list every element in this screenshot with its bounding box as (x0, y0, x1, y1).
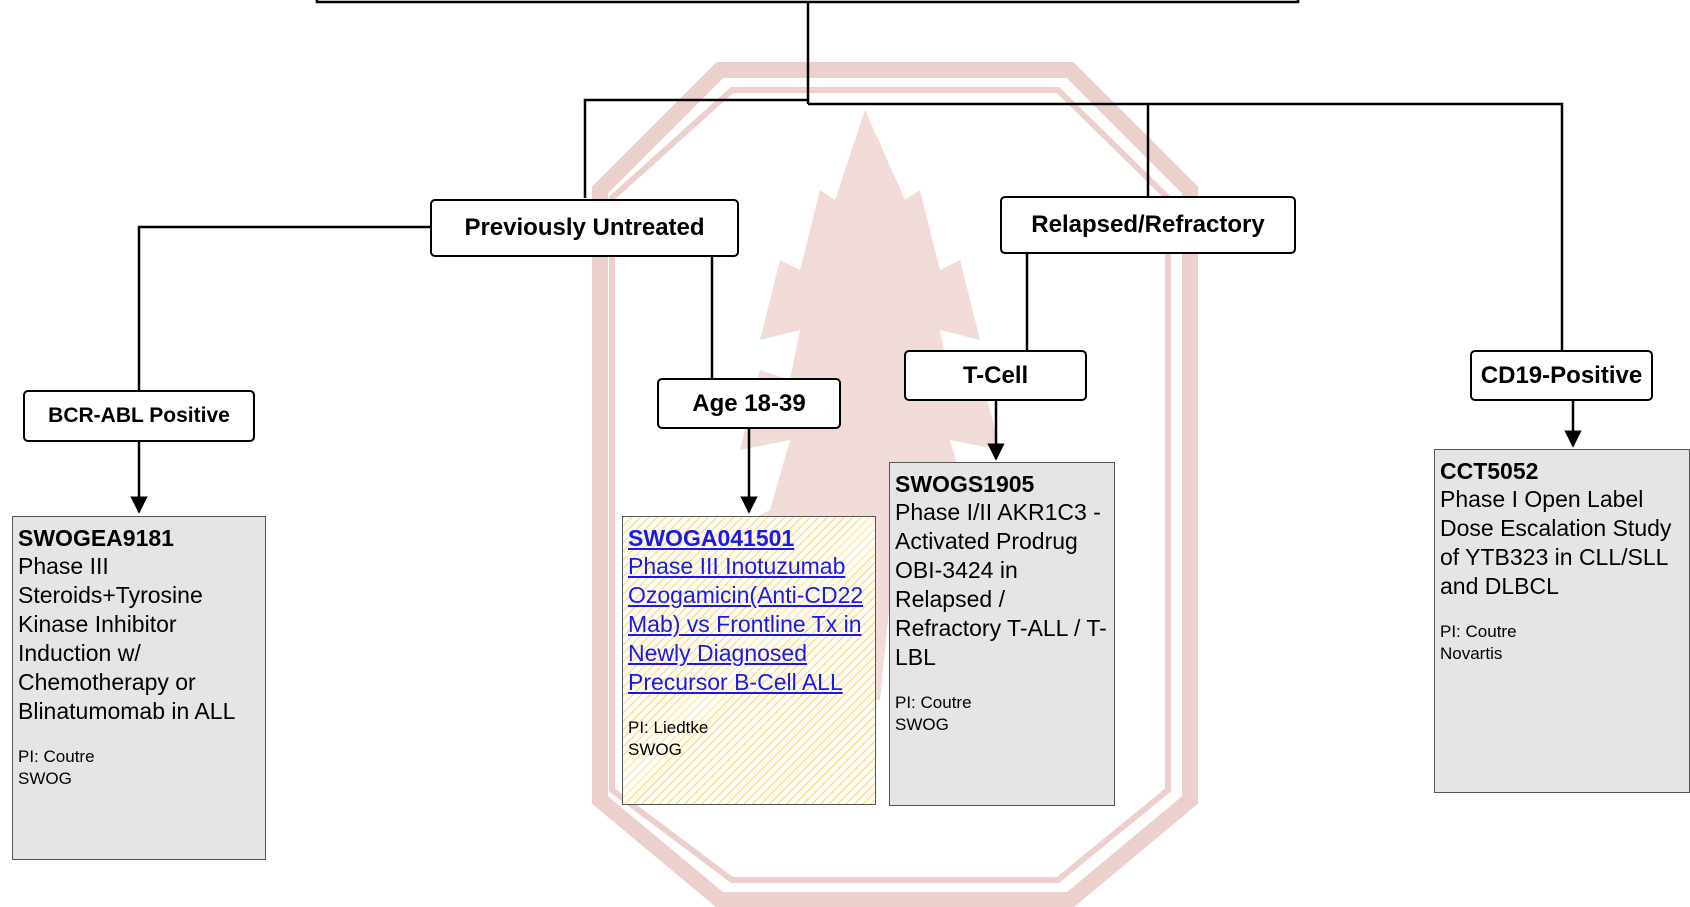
node-age-18-39-label: Age 18-39 (692, 389, 806, 417)
node-t-cell-label: T-Cell (962, 361, 1029, 389)
node-relapsed-refractory-label: Relapsed/Refractory (1031, 211, 1265, 238)
trial-code: CCT5052 (1440, 458, 1539, 484)
node-relapsed-refractory: Relapsed/Refractory (1000, 196, 1296, 254)
trial-card-swogea9181: SWOGEA9181 Phase III Steroids+Tyrosine K… (12, 516, 266, 860)
node-cd19-positive-label: CD19-Positive (1480, 361, 1643, 389)
trial-card-swogs1905: SWOGS1905 Phase I/II AKR1C3 - Activated … (889, 462, 1115, 806)
trial-description-link[interactable]: Phase III Inotuzumab Ozogamicin(Anti-CD2… (628, 553, 864, 695)
root-box-edge (315, 0, 1300, 4)
node-age-18-39: Age 18-39 (657, 378, 841, 429)
trial-description: Phase III Steroids+Tyrosine Kinase Inhib… (18, 553, 236, 724)
trial-sponsor: SWOG (628, 740, 682, 759)
trial-sponsor: SWOG (18, 769, 72, 788)
trial-sponsor: SWOG (895, 715, 949, 734)
trial-pi: PI: Liedtke (628, 718, 709, 737)
trial-card-swoga041501: SWOGA041501 Phase III Inotuzumab Ozogami… (622, 516, 876, 805)
stanford-tree-logo (592, 62, 1198, 907)
trial-pi: PI: Coutre (895, 693, 972, 712)
trial-sponsor: Novartis (1440, 644, 1503, 663)
trial-card-cct5052: CCT5052 Phase I Open Label Dose Escalati… (1434, 449, 1690, 793)
branch-relapsed (808, 102, 1564, 350)
node-previously-untreated: Previously Untreated (430, 199, 739, 257)
branch-previously-untreated (583, 98, 808, 198)
trial-description: Phase I/II AKR1C3 - Activated Prodrug OB… (895, 499, 1107, 670)
node-bcr-abl-positive-label: BCR-ABL Positive (48, 404, 230, 427)
trial-code: SWOGS1905 (895, 471, 1035, 497)
node-cd19-positive: CD19-Positive (1470, 350, 1653, 401)
link-bcr-abl (137, 225, 431, 390)
node-bcr-abl-positive: BCR-ABL Positive (23, 390, 255, 442)
node-t-cell: T-Cell (904, 350, 1087, 401)
trial-pi: PI: Coutre (1440, 622, 1517, 641)
trial-description: Phase I Open Label Dose Escalation Study… (1440, 486, 1672, 599)
trial-code-link[interactable]: SWOGA041501 (628, 525, 795, 551)
trial-pi: PI: Coutre (18, 747, 95, 766)
node-previously-untreated-label: Previously Untreated (464, 214, 705, 241)
trial-code: SWOGEA9181 (18, 525, 174, 551)
